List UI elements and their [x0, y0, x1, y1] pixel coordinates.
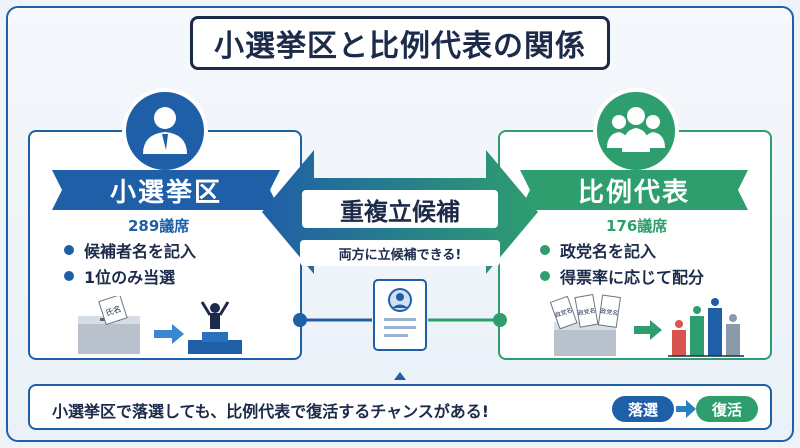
single-seat-bullet-1: 候補者名を記入 [64, 238, 196, 262]
svg-text:氏名: 氏名 [104, 303, 122, 317]
group-people-icon [593, 88, 679, 174]
single-seat-count: 289議席 [128, 217, 190, 235]
bullet-dot-icon [540, 245, 550, 255]
arrow-right-icon [634, 320, 662, 340]
dual-candidacy-box: 重複立候補 [302, 190, 498, 228]
candidate-connector [293, 279, 507, 380]
proportional-bullet-2: 得票率に応じて配分 [540, 264, 704, 288]
dual-candidacy-label: 重複立候補 [340, 197, 460, 226]
proportional-label: 比例代表 [577, 177, 690, 208]
proportional-bullet-1: 政党名を記入 [540, 238, 656, 262]
dual-candidacy-note-box: 両方に立候補できる! [300, 240, 500, 266]
lost-badge: 落選 [612, 396, 674, 422]
podium-winner-icon [188, 301, 242, 354]
ballots-to-chart-illustration: 政党名 政党名 政党名 [549, 294, 744, 357]
arrow-right-icon [154, 324, 184, 344]
svg-text:政党名: 政党名 [577, 306, 596, 317]
bottom-message: 小選挙区で落選しても、比例代表で復活するチャンスがある! [52, 402, 490, 421]
candidate-profile-icon [373, 279, 427, 351]
revival-badge: 復活 [696, 396, 758, 422]
bullet-dot-icon [64, 245, 74, 255]
single-seat-bullet-2: 1位のみ当選 [64, 264, 175, 288]
bullet-dot-icon [64, 271, 74, 281]
single-seat-ribbon: 小選挙区 [52, 170, 280, 210]
bar-chart-icon [668, 298, 744, 357]
dual-candidacy-note: 両方に立候補できる! [338, 247, 462, 263]
ballot-to-winner-illustration: 氏名 [78, 296, 242, 354]
title-box: 小選挙区と比例代表の関係 [190, 16, 610, 70]
bullet-dot-icon [540, 271, 550, 281]
proportional-ribbon: 比例代表 [520, 170, 748, 210]
page-title: 小選挙区と比例代表の関係 [214, 29, 586, 64]
ballot-box-icon: 氏名 [78, 296, 140, 354]
ballot-box-icon: 政党名 政党名 政党名 [549, 294, 621, 356]
svg-text:政党名: 政党名 [600, 307, 619, 317]
proportional-seat-count: 176議席 [606, 217, 668, 235]
single-candidate-icon [122, 88, 208, 174]
single-seat-label: 小選挙区 [109, 177, 222, 208]
arrow-right-icon [676, 400, 696, 418]
